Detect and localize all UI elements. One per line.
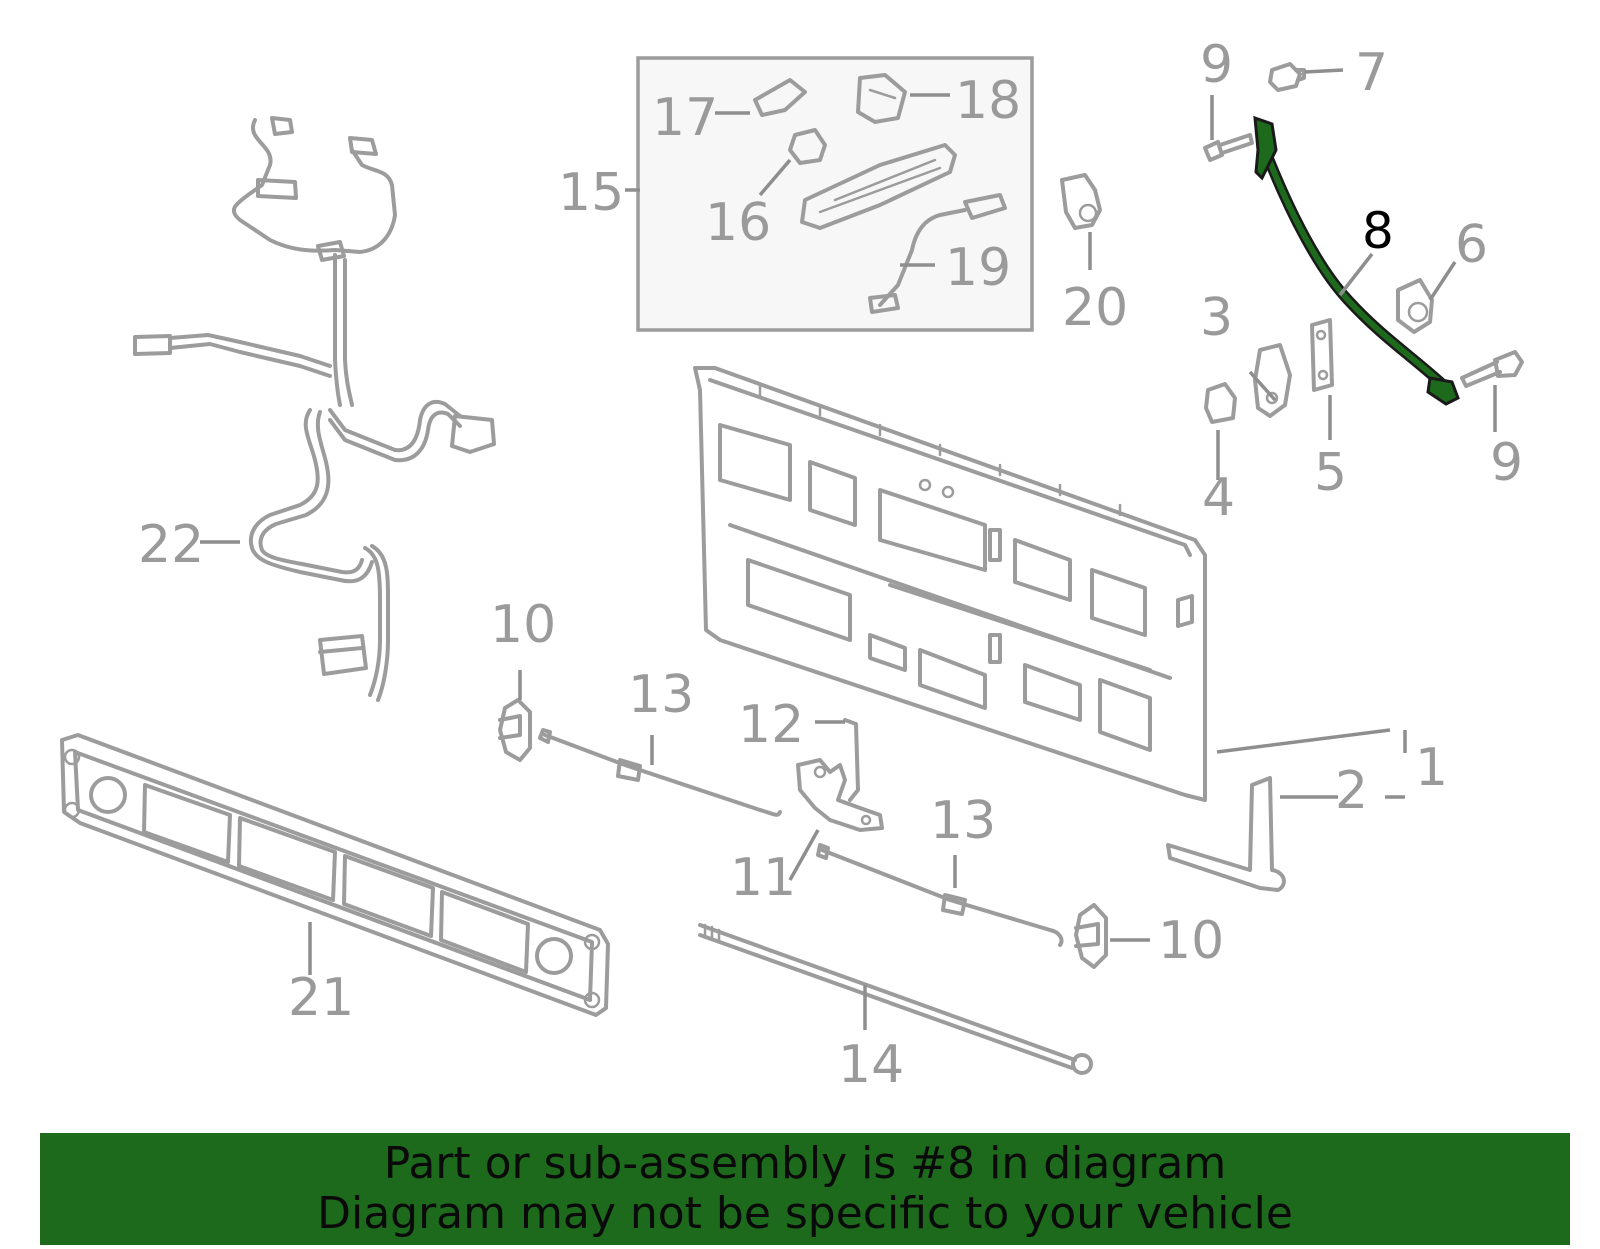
banner-line-2: Diagram may not be specific to your vehi… [317,1188,1293,1239]
callout-9-bottom: 9 [1490,433,1523,493]
wiring-harness-22[interactable] [133,116,496,702]
callout-12: 12 [738,695,804,755]
rod-12[interactable] [843,718,860,802]
callout-8: 8 [1362,202,1394,260]
callout-4: 4 [1202,468,1235,528]
bumper-4[interactable] [1204,382,1237,424]
harness-19[interactable] [868,193,1007,314]
lamp-assembly-15[interactable] [800,143,957,230]
panel-21[interactable] [60,733,610,1017]
rod-14[interactable] [698,923,1093,1075]
callout-13-upper: 13 [628,665,694,725]
housing-18[interactable] [856,73,907,124]
callout-10-right: 10 [1158,911,1224,971]
callout-22: 22 [138,515,204,575]
clip-7[interactable] [1268,62,1306,92]
callout-2: 2 [1335,761,1368,821]
callout-10-left: 10 [490,595,556,655]
callout-3: 3 [1200,288,1233,348]
callout-21: 21 [288,968,354,1028]
leader-lines [200,68,1497,1030]
bracket-2[interactable] [1166,776,1286,892]
striker-3[interactable] [1253,343,1292,418]
latch-10-right[interactable] [1074,903,1108,969]
callout-5: 5 [1314,443,1347,503]
rod-13-upper[interactable] [538,728,782,817]
rod-13-lower[interactable] [816,843,1064,947]
callout-9-top: 9 [1200,35,1233,95]
bushing-6[interactable] [1396,278,1434,334]
cable-8-highlighted[interactable] [1253,115,1460,406]
callout-labels: 1 2 3 4 5 6 7 8 9 9 10 10 11 12 13 13 14… [138,35,1523,1095]
bolt-9-top[interactable] [1203,133,1254,162]
parts-diagram: 1 2 3 4 5 6 7 8 9 9 10 10 11 12 13 13 14… [60,35,1524,1095]
switch-20[interactable] [1060,173,1102,230]
callout-17: 17 [652,88,718,148]
tailgate-panel-1[interactable] [693,366,1207,802]
callout-13-lower: 13 [930,791,996,851]
callout-18: 18 [955,71,1021,131]
callout-15: 15 [558,163,624,223]
callout-6: 6 [1455,215,1488,275]
callout-16: 16 [705,193,771,253]
callout-1: 1 [1415,738,1448,798]
bolt-9-bottom[interactable] [1460,350,1524,388]
callout-7: 7 [1355,43,1388,103]
plate-5[interactable] [1310,318,1334,392]
callout-11: 11 [730,848,796,908]
bulb-16[interactable] [788,128,827,165]
callout-14: 14 [838,1035,904,1095]
latch-10-left[interactable] [498,698,532,762]
callout-19: 19 [945,238,1011,298]
info-banner: Part or sub-assembly is #8 in diagram Di… [40,1133,1570,1245]
banner-line-1: Part or sub-assembly is #8 in diagram [383,1138,1227,1189]
inset-box [636,56,1034,332]
cover-17[interactable] [753,78,807,117]
handle-11[interactable] [796,758,884,832]
callout-20: 20 [1062,278,1128,338]
